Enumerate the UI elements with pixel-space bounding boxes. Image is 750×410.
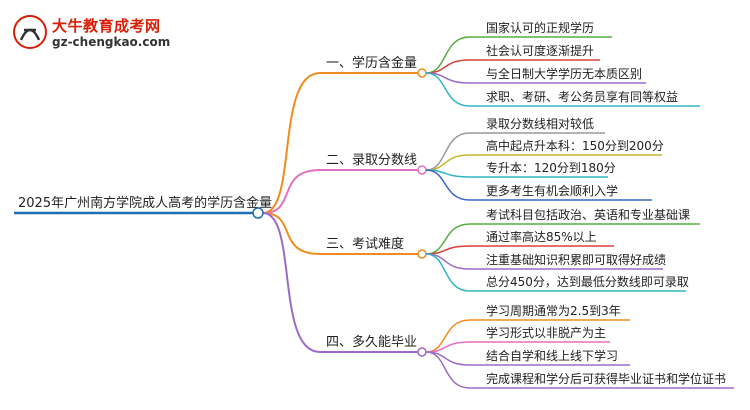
leaf-label: 学习形式以非脱产为主 [486,325,606,340]
leaf-label: 高中起点升本科：150分到200分 [486,138,664,153]
leaf-connector [425,253,471,270]
branch-node-circle [417,165,427,175]
logo-url: gz-chengkao.com [52,35,171,49]
branch-connector [262,212,321,255]
leaf-connector [425,169,471,201]
leaf-label: 专升本：120分到180分 [486,160,616,175]
branch-label: 三、考试难度 [326,236,404,252]
site-logo: 大牛教育成考网 gz-chengkao.com [12,14,252,54]
root-node-circle [252,207,264,219]
branch-label: 四、多久能毕业 [326,334,417,350]
leaf-label: 考试科目包括政治、英语和专业基础课 [486,207,690,222]
leaf-label: 国家认可的正规学历 [486,20,594,35]
leaf-label: 社会认可度逐渐提升 [486,43,594,58]
leaf-connector [425,154,471,171]
root-node-label: 2025年广州南方学院成人高考的学历含金量 [18,195,272,211]
leaf-label: 学习周期通常为2.5到3年 [486,303,621,318]
branch-node-circle [417,347,427,357]
leaf-label: 通过率高达85%以上 [486,229,597,244]
branch-label: 二、录取分数线 [326,153,417,168]
leaf-label: 录取分数线相对较低 [486,116,594,131]
leaf-connector [425,72,471,107]
leaf-label: 与全日制大学学历无本质区别 [486,66,642,81]
leaf-label: 结合自学和线上线下学习 [486,348,618,363]
leaf-connector [425,36,471,74]
leaf-connector [425,351,471,389]
branch-connector [262,212,321,353]
branch-node-circle [417,68,427,78]
branch-connector [262,169,321,214]
branch-node-circle [417,249,427,259]
leaf-connector [425,132,471,171]
leaf-label: 更多考生有机会顺利入学 [486,183,618,198]
branch-label: 一、学历含金量 [326,55,417,71]
leaf-connector [425,319,471,353]
leaf-label: 完成课程和学分后可获得毕业证书和学位证书 [486,371,726,386]
leaf-label: 求职、考研、考公务员享有同等权益 [486,89,678,104]
logo-title: 大牛教育成考网 [52,17,161,35]
logo-mark-icon [13,15,47,49]
branch-connector [262,72,321,214]
leaf-label: 注重基础知识积累即可取得好成绩 [486,252,666,267]
leaf-connector [425,253,471,292]
leaf-label: 总分450分，达到最低分数线即可录取 [486,274,689,289]
